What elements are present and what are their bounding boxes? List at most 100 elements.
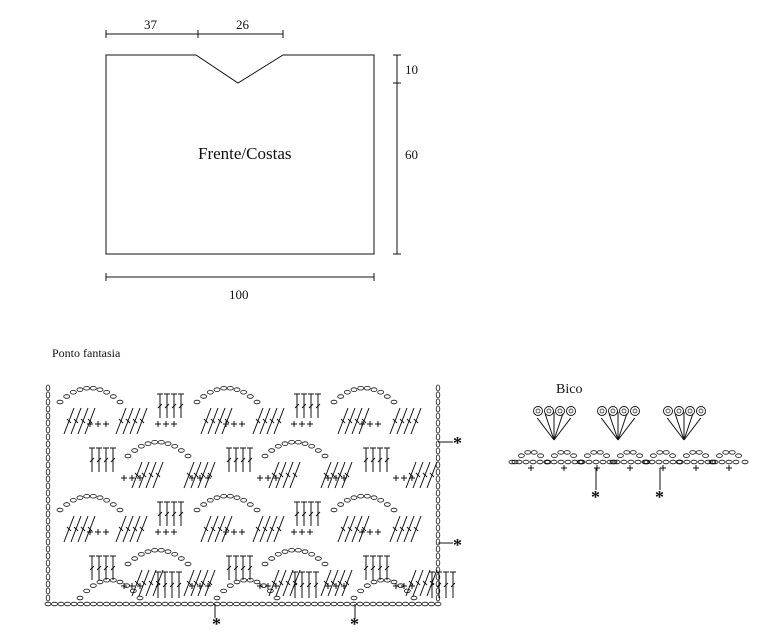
treble-stitch-symbol (315, 403, 321, 409)
chain-stitch-symbol (390, 507, 398, 513)
chain-stitch-symbol (45, 468, 51, 476)
chain-stitch-symbol (522, 459, 530, 465)
chain-stitch-symbol (194, 601, 201, 607)
chain-stitch-symbol (246, 578, 254, 583)
chain-stitch-symbol (274, 552, 282, 557)
slanted-stitch-symbol (429, 472, 435, 478)
treble-stitch-symbol (233, 565, 239, 571)
chain-stitch-symbol (311, 601, 318, 607)
chain-stitch-symbol (131, 556, 139, 561)
chain-stitch-symbol (246, 502, 254, 507)
slanted-stitch-symbol (134, 580, 140, 586)
chain-stitch-symbol (435, 552, 441, 560)
slanted-stitch-symbol (224, 526, 230, 532)
chain-stitch-symbol (557, 459, 565, 465)
chain-stitch-symbol (557, 450, 565, 455)
treble-stitch-symbol (315, 511, 321, 517)
chain-stitch-symbol (390, 399, 398, 405)
slanted-stitch-symbol (207, 580, 213, 586)
chain-stitch-symbol (103, 498, 111, 503)
dimension-right-upper: 10 (405, 62, 418, 77)
chain-stitch-symbol (142, 601, 149, 607)
chain-stitch-symbol (268, 556, 276, 561)
treble-stitch-symbol (89, 457, 95, 463)
treble-stitch-symbol (608, 413, 619, 441)
slanted-stitch-symbol (415, 472, 421, 478)
chain-stitch-symbol (337, 601, 344, 607)
chain-stitch-symbol (45, 461, 51, 469)
chain-stitch-symbol (435, 566, 441, 574)
dimension-bottom: 100 (229, 287, 249, 302)
chain-stitch-symbol (246, 601, 253, 607)
treble-stitch-symbol (96, 565, 102, 571)
picot-symbol (546, 408, 552, 414)
chain-stitch-symbol (273, 595, 281, 601)
treble-stitch-symbol (384, 565, 390, 571)
treble-stitch-symbol (178, 403, 184, 409)
chain-stitch-symbol (570, 453, 577, 458)
chain-stitch-symbol (157, 440, 165, 445)
chain-stitch-symbol (96, 495, 104, 500)
chain-stitch-symbol (377, 578, 385, 583)
slanted-stitch-symbol (118, 526, 124, 532)
chain-stitch-symbol (376, 601, 383, 607)
slanted-stitch-symbol (262, 418, 268, 424)
chain-stitch-symbol (151, 548, 159, 553)
chain-stitch-symbol (96, 601, 104, 607)
chain-stitch-symbol (45, 391, 51, 399)
treble-stitch-symbol (96, 457, 102, 463)
chain-stitch-symbol (435, 405, 441, 413)
slanted-stitch-symbol (361, 418, 367, 424)
chain-stitch-symbol (45, 531, 51, 539)
slanted-stitch-symbol (392, 418, 398, 424)
treble-stitch-symbol (240, 457, 246, 463)
treble-stitch-symbol (617, 413, 628, 441)
chain-stitch-symbol (45, 517, 51, 525)
picot-symbol (533, 406, 543, 416)
chain-stitch-symbol (337, 394, 345, 399)
chain-stitch-symbol (123, 583, 131, 588)
chain-stitch-symbol (435, 594, 441, 602)
picot-symbol (621, 408, 627, 414)
slanted-stitch-symbol (269, 418, 275, 424)
chain-stitch-symbol (564, 459, 572, 465)
slanted-stitch-symbol (276, 418, 282, 424)
treble-stitch-symbol (171, 511, 177, 517)
treble-stitch-symbol (363, 565, 369, 571)
treble-stitch-symbol (370, 457, 376, 463)
dimension-right-lower: 60 (405, 147, 418, 162)
slanted-stitch-symbol (323, 580, 329, 586)
treble-stitch-symbol (306, 582, 312, 588)
slanted-stitch-symbol (141, 472, 147, 478)
slanted-stitch-symbol (340, 418, 346, 424)
chain-stitch-symbol (76, 595, 84, 601)
chain-stitch-symbol (383, 394, 391, 399)
slanted-stitch-symbol (278, 580, 284, 586)
treble-stitch-symbol (162, 582, 168, 588)
treble-stitch-symbol (308, 403, 314, 409)
chain-stitch-symbol (164, 549, 172, 554)
chain-stitch-symbol (403, 588, 411, 594)
chain-stitch-symbol (421, 601, 429, 607)
chain-stitch-symbol (116, 399, 124, 405)
picot-symbol (674, 406, 684, 416)
chain-stitch-symbol (45, 433, 51, 441)
chain-stitch-symbol (337, 502, 345, 507)
chain-stitch-symbol (45, 398, 51, 406)
repeat-marker: * (655, 487, 664, 507)
chain-stitch-symbol (357, 386, 365, 391)
slanted-stitch-symbol (193, 472, 199, 478)
chain-stitch-symbol (702, 453, 709, 458)
chain-stitch-symbol (435, 398, 441, 406)
treble-stitch-symbol (294, 511, 300, 517)
slanted-stitch-symbol (330, 580, 336, 586)
chain-stitch-symbol (45, 405, 51, 413)
treble-stitch-symbol (301, 511, 307, 517)
repeat-marker: * (591, 487, 600, 507)
chain-stitch-symbol (220, 601, 227, 607)
treble-stitch-symbol (103, 457, 109, 463)
chain-stitch-symbol (563, 450, 571, 455)
chain-stitch-symbol (298, 601, 305, 607)
chain-stitch-symbol (536, 459, 544, 465)
slanted-stitch-symbol (262, 526, 268, 532)
